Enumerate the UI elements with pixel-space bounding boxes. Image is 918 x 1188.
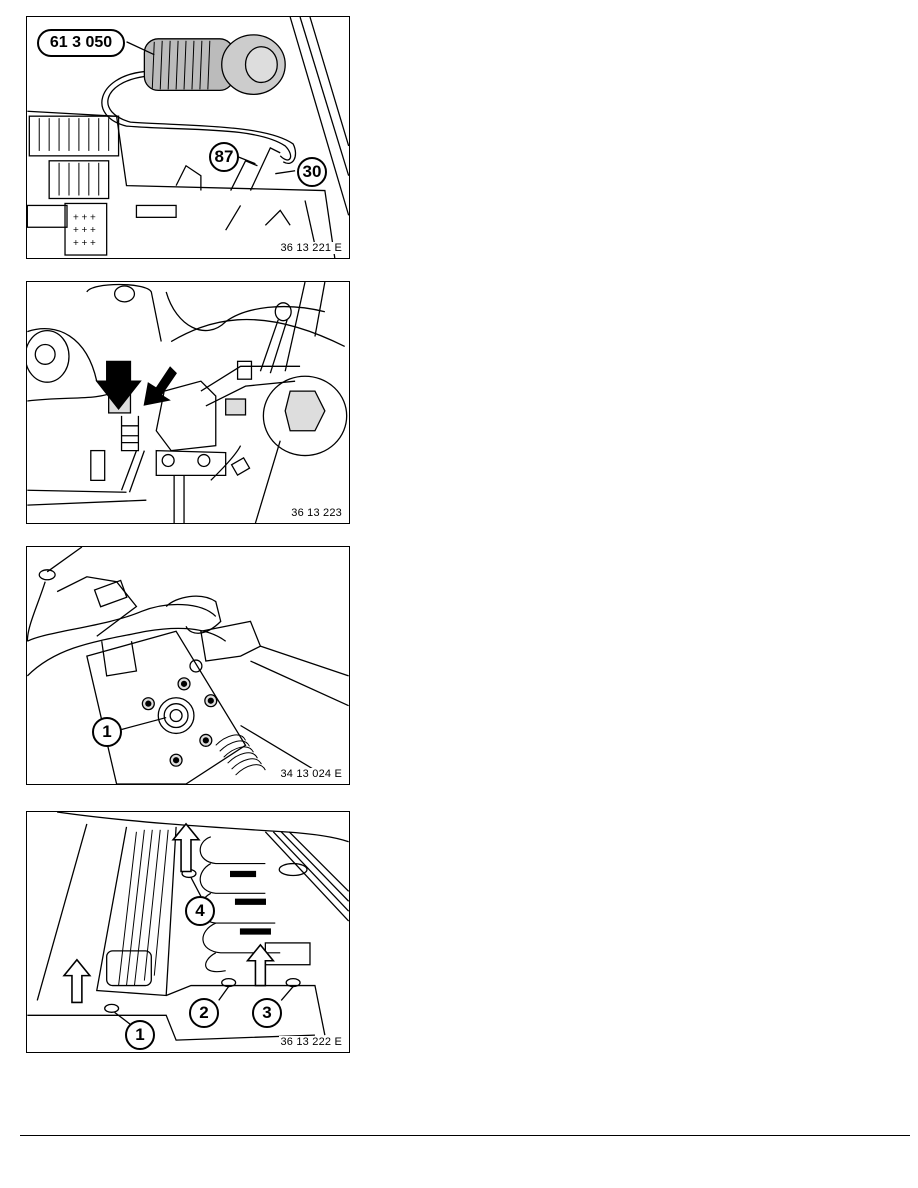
figure-code: 36 13 221 E bbox=[279, 242, 343, 254]
relay-tester-illustration: + + + + + + + + + bbox=[27, 17, 349, 258]
figure-36-13-222: 4 2 3 1 36 13 222 E bbox=[26, 811, 350, 1053]
callout-part-1: 1 bbox=[125, 1020, 155, 1050]
callout-part-4: 4 bbox=[185, 896, 215, 926]
figure-36-13-221: + + + + + + + + + 61 3 050 87 30 36 13 2… bbox=[26, 16, 350, 259]
figure-code: 34 13 024 E bbox=[279, 768, 343, 780]
connector-illustration bbox=[27, 282, 348, 523]
svg-text:+ + +: + + + bbox=[73, 212, 96, 223]
figure-34-13-024: 1 34 13 024 E bbox=[26, 546, 350, 785]
callout-tool-number: 61 3 050 bbox=[37, 29, 125, 57]
figure-36-13-223: 36 13 223 bbox=[26, 281, 350, 524]
engine-cover-illustration bbox=[27, 812, 349, 1041]
callout-terminal-87: 87 bbox=[209, 142, 239, 172]
footer-divider bbox=[20, 1135, 910, 1136]
callout-terminal-30: 30 bbox=[297, 157, 327, 187]
figure-code: 36 13 223 bbox=[290, 507, 343, 519]
callout-part-3: 3 bbox=[252, 998, 282, 1028]
figure-code: 36 13 222 E bbox=[279, 1036, 343, 1048]
svg-text:+ + +: + + + bbox=[73, 225, 96, 236]
callout-part-1: 1 bbox=[92, 717, 122, 747]
pressure-sensor-illustration bbox=[27, 547, 349, 784]
callout-part-2: 2 bbox=[189, 998, 219, 1028]
svg-text:+ + +: + + + bbox=[73, 238, 96, 249]
